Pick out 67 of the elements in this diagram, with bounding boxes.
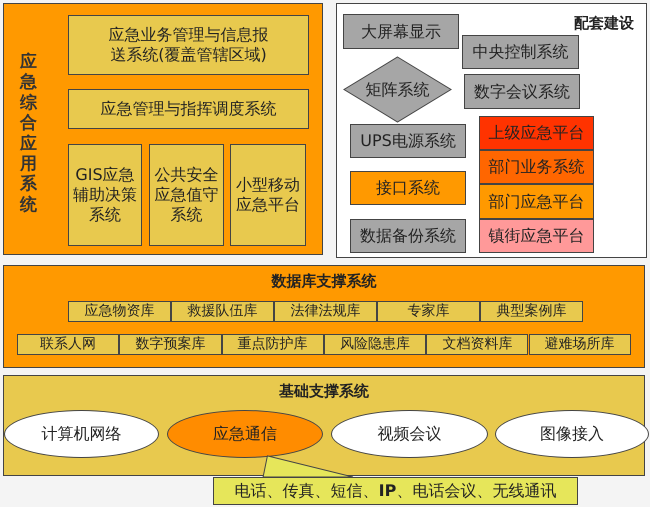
node-label: 上级应急平台 xyxy=(488,123,584,143)
database-box xyxy=(377,301,480,322)
panel-title: 配套建设 xyxy=(574,13,634,34)
node-label: 重点防护库 xyxy=(238,336,308,354)
node-label: 图像接入 xyxy=(540,424,604,444)
node-label: 法律法规库 xyxy=(290,302,360,320)
system-panel xyxy=(336,3,647,258)
service-ellipse xyxy=(4,410,159,458)
node-label: 部门应急平台 xyxy=(488,192,584,212)
panel-title: 数据库支撑系统 xyxy=(270,271,378,292)
system-box xyxy=(462,35,579,69)
database-box xyxy=(480,301,583,322)
node-label: 专家库 xyxy=(408,302,450,320)
system-box xyxy=(350,124,466,158)
system-box xyxy=(68,15,309,75)
database-box xyxy=(426,334,528,355)
node-label: 小型移动应急平台 xyxy=(235,175,301,215)
database-box xyxy=(528,334,631,355)
node-label: 接口系统 xyxy=(376,178,440,198)
system-panel xyxy=(3,3,323,255)
node-label: 应急物资库 xyxy=(84,302,154,320)
node-label: 数据备份系统 xyxy=(360,226,456,246)
platform-box xyxy=(479,184,594,219)
database-box xyxy=(17,334,120,355)
panel-title: 基础支撑系统 xyxy=(278,381,370,402)
node-label: 应急管理与指挥调度系统 xyxy=(100,99,276,119)
node-label: 中央控制系统 xyxy=(472,42,568,62)
node-label: 电话、传真、短信、IP、电话会议、无线通讯 xyxy=(234,481,556,501)
platform-box xyxy=(479,219,594,253)
node-label: 避难场所库 xyxy=(544,336,615,354)
system-box xyxy=(230,144,306,246)
database-box xyxy=(274,301,377,322)
node-label: 大屏幕显示 xyxy=(361,22,441,42)
node-label: 风险隐患库 xyxy=(340,336,410,354)
node-label: 矩阵系统 xyxy=(366,78,430,100)
system-box xyxy=(68,144,142,246)
node-label: 公共安全应急值守系统 xyxy=(154,165,220,225)
platform-box xyxy=(479,116,594,150)
database-box xyxy=(68,301,171,322)
node-label: 视频会议 xyxy=(378,424,442,444)
system-panel xyxy=(3,265,645,368)
system-box xyxy=(350,171,466,205)
platform-box xyxy=(479,150,594,184)
database-box xyxy=(171,301,274,322)
database-box xyxy=(222,334,324,355)
node-label: 救援队伍库 xyxy=(188,302,258,320)
node-label: 应急通信 xyxy=(213,424,277,444)
system-box xyxy=(464,74,580,109)
database-box xyxy=(324,334,426,355)
node-label: 计算机网络 xyxy=(42,424,122,444)
node-label: 联系人网 xyxy=(40,336,96,354)
callout-pointer xyxy=(262,455,354,478)
system-box xyxy=(343,14,459,49)
node-label: 数字会议系统 xyxy=(474,82,570,102)
node-label: 典型案例库 xyxy=(496,302,566,320)
node-label: 文档资料库 xyxy=(442,336,512,354)
system-box xyxy=(68,89,309,129)
system-box xyxy=(350,219,466,253)
node-label: 部门业务系统 xyxy=(488,157,584,177)
panel-title: 应急综合应用系统 xyxy=(20,52,37,216)
node-label: 数字预案库 xyxy=(135,336,206,354)
node-label: 镇街应急平台 xyxy=(488,226,584,246)
node-label: 应急业务管理与信息报送系统(覆盖管辖区域) xyxy=(108,25,270,65)
system-box xyxy=(149,144,224,246)
database-box xyxy=(119,334,222,355)
node-label: UPS电源系统 xyxy=(360,131,456,151)
node-label: GIS应急辅助决策系统 xyxy=(72,165,138,225)
